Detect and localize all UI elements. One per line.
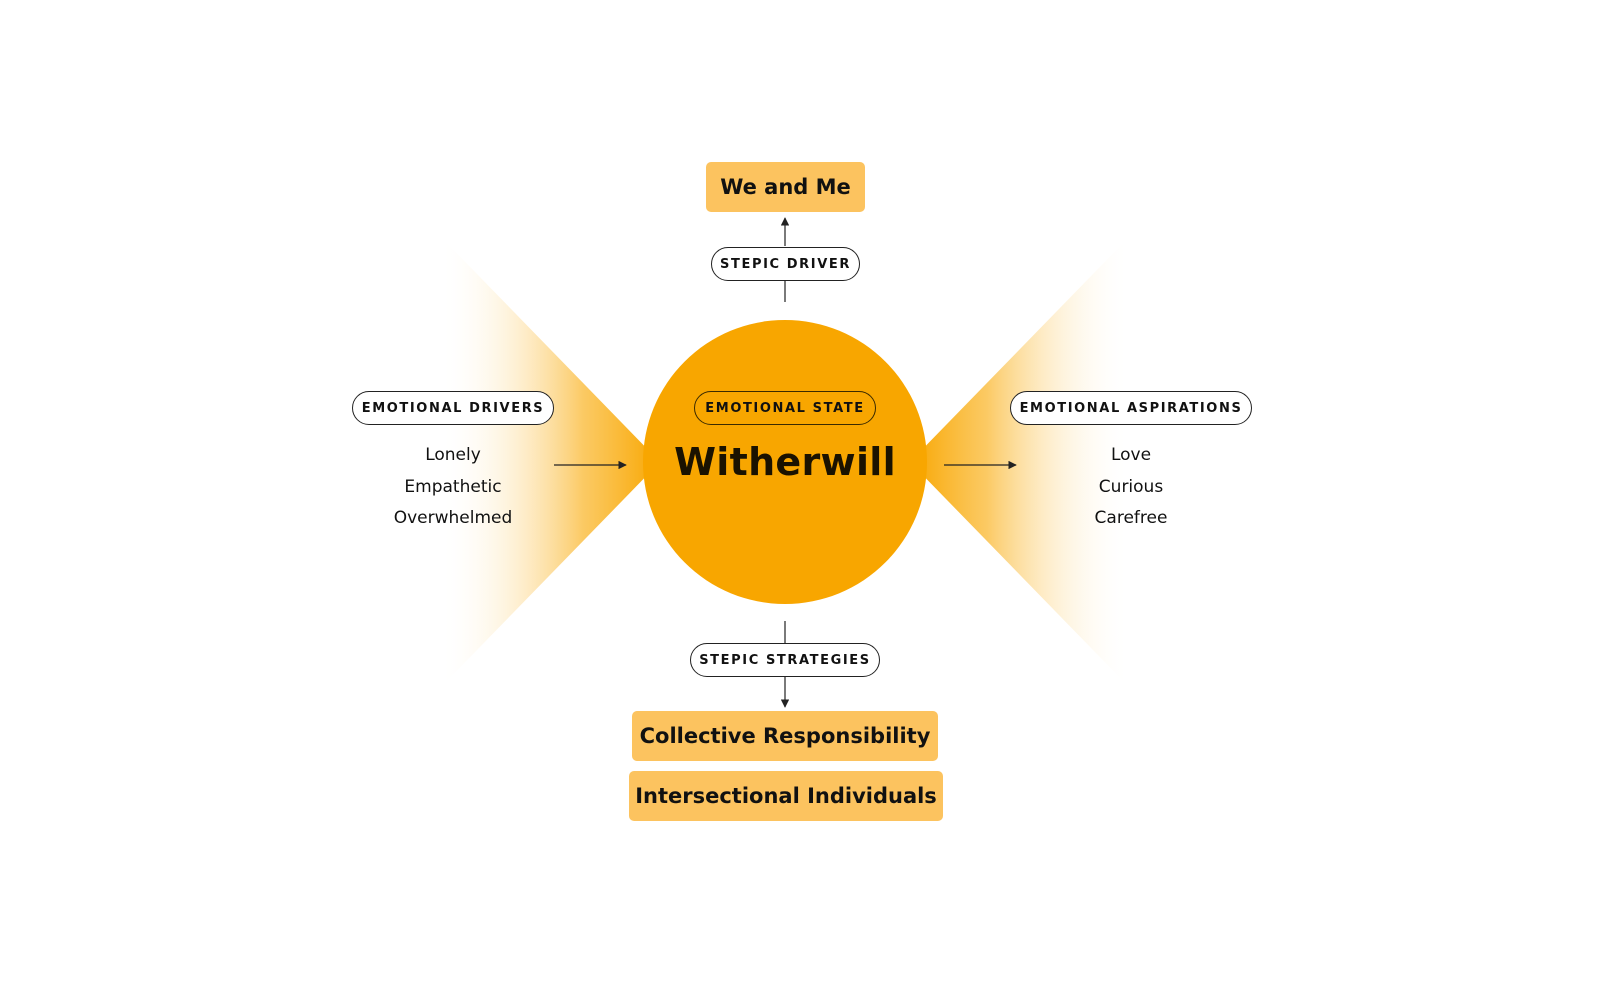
right-fan xyxy=(910,236,1130,688)
emotional-drivers-list: Lonely Empathetic Overwhelmed xyxy=(343,440,563,535)
list-item: Love xyxy=(1110,445,1152,465)
list-item: Lonely xyxy=(425,445,481,465)
stepic-strategies-text: STEPIC STRATEGIES xyxy=(699,652,871,668)
emotional-state-circle xyxy=(643,320,927,604)
emotional-drivers-text: EMOTIONAL DRIVERS xyxy=(361,400,545,416)
list-item: Overwhelmed xyxy=(393,508,513,528)
top-result-box: We and Me xyxy=(706,162,865,212)
stepic-driver-label: STEPIC DRIVER xyxy=(711,247,860,281)
list-item: Curious xyxy=(1098,476,1164,497)
stepic-strategies-label: STEPIC STRATEGIES xyxy=(690,643,880,677)
strategy-box: Collective Responsibility xyxy=(632,711,938,761)
emotional-state-title: Witherwill xyxy=(674,440,896,484)
emotional-aspirations-label: EMOTIONAL ASPIRATIONS xyxy=(1010,391,1252,425)
top-result-label: We and Me xyxy=(720,175,851,199)
emotional-aspirations-list: Love Curious Carefree xyxy=(1021,440,1241,535)
strategy-box: Intersectional Individuals xyxy=(629,771,943,821)
strategy-label: Collective Responsibility xyxy=(639,724,931,748)
stepic-driver-text: STEPIC DRIVER xyxy=(720,256,851,272)
emotional-drivers-label: EMOTIONAL DRIVERS xyxy=(352,391,554,425)
emotional-aspirations-text: EMOTIONAL ASPIRATIONS xyxy=(1019,400,1243,416)
emotional-state-badge: EMOTIONAL STATE xyxy=(694,391,876,425)
left-fan xyxy=(440,236,660,688)
strategy-label: Intersectional Individuals xyxy=(635,784,937,808)
list-item: Carefree xyxy=(1094,508,1168,528)
emotional-state-badge-text: EMOTIONAL STATE xyxy=(705,400,865,416)
list-item: Empathetic xyxy=(404,476,502,497)
